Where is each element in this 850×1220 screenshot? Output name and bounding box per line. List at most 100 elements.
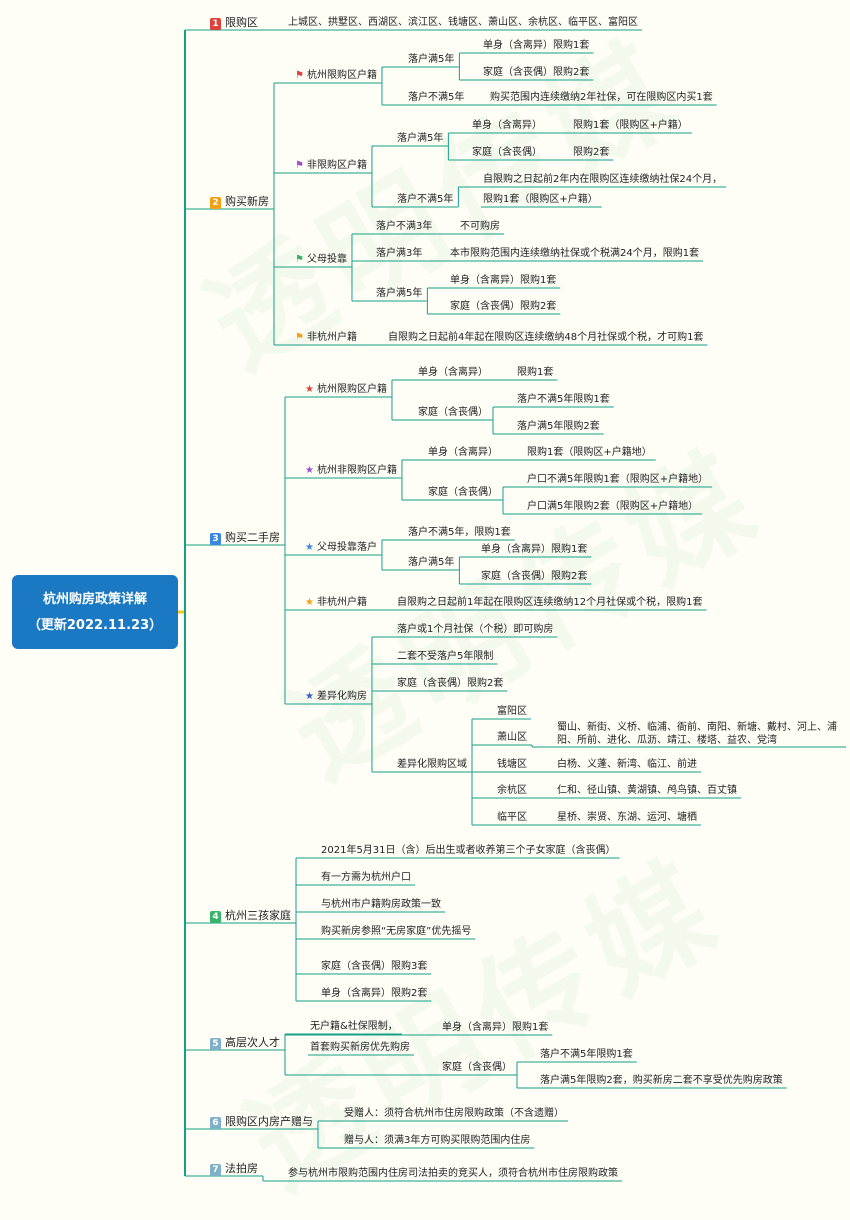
subtopic-node[interactable]: 自限购之日起前1年起在限购区连续缴纳12个月社保或个税，限购1套 bbox=[397, 596, 702, 610]
subtopic-node[interactable]: 差异化限购区域 bbox=[397, 758, 467, 772]
node-label: 萧山区 bbox=[497, 732, 527, 743]
topic-number-badge: 6 bbox=[210, 1117, 221, 1129]
subtopic-node[interactable]: 落户满5年 bbox=[408, 53, 454, 67]
subtopic-node[interactable]: 家庭（含丧偶） bbox=[428, 486, 498, 500]
subtopic-node[interactable]: 落户满5年限购2套，购买新房二套不享受优先购房政策 bbox=[540, 1074, 783, 1088]
node-label: 限购1套（限购区+户籍） bbox=[573, 120, 688, 131]
subtopic-node[interactable]: 星桥、崇贤、东湖、运河、塘栖 bbox=[557, 811, 697, 825]
node-label: 高层次人才 bbox=[225, 1036, 280, 1049]
subtopic-node[interactable]: 落户或1个月社保（个税）即可购房 bbox=[397, 623, 553, 637]
subtopic-node[interactable]: 家庭（含丧偶） bbox=[472, 146, 542, 160]
subtopic-node[interactable]: 首套购买新房优先购房 bbox=[310, 1041, 410, 1055]
subtopic-node[interactable]: 白杨、义蓬、新湾、临江、前进 bbox=[557, 758, 697, 772]
subtopic-node[interactable]: 落户满5年 bbox=[408, 556, 454, 570]
subtopic-node[interactable]: ★父母投靠落户 bbox=[305, 541, 377, 555]
subtopic-node[interactable]: 无户籍&社保限制， bbox=[310, 1020, 398, 1034]
subtopic-node[interactable]: 家庭（含丧偶）限购3套 bbox=[321, 960, 427, 974]
node-label: 父母投靠 bbox=[306, 254, 347, 265]
subtopic-node[interactable]: 自限购之日起前4年起在限购区连续缴纳48个月社保或个税，才可购1套 bbox=[388, 331, 703, 345]
subtopic-node[interactable]: 单身（含离异）限购1套 bbox=[450, 274, 556, 288]
subtopic-node[interactable]: 限购1套（限购区+户籍） bbox=[483, 193, 598, 207]
subtopic-node[interactable]: 赠与人：须满3年方可购买限购范围内住房 bbox=[344, 1134, 530, 1148]
subtopic-node[interactable]: 余杭区 bbox=[497, 784, 527, 798]
subtopic-node[interactable]: 购买新房参照“无房家庭”优先摇号 bbox=[321, 925, 471, 939]
subtopic-node[interactable]: 蜀山、新街、义桥、临浦、衙前、南阳、新塘、戴村、河上、浦阳、所前、进化、瓜沥、靖… bbox=[557, 721, 842, 747]
subtopic-node[interactable]: 户口满5年限购2套（限购区+户籍地） bbox=[527, 500, 698, 514]
subtopic-node[interactable]: 参与杭州市限购范围内住房司法拍卖的竞买人，须符合杭州市住房限购政策 bbox=[288, 1167, 618, 1181]
subtopic-node[interactable]: ★杭州限购区户籍 bbox=[305, 383, 387, 397]
subtopic-node[interactable]: 单身（含离异） bbox=[428, 446, 498, 460]
topic-number-badge: 4 bbox=[210, 911, 221, 923]
branch-topic[interactable]: 5 高层次人才 bbox=[210, 1036, 280, 1050]
root-topic[interactable]: 杭州购房政策详解 （更新2022.11.23） bbox=[12, 575, 178, 649]
subtopic-node[interactable]: 钱塘区 bbox=[497, 758, 527, 772]
node-label: 家庭（含丧偶）限购2套 bbox=[481, 571, 588, 582]
topic-number-badge: 2 bbox=[210, 197, 221, 209]
subtopic-node[interactable]: 仁和、径山镇、黄湖镇、鸬鸟镇、百丈镇 bbox=[557, 784, 737, 798]
subtopic-node[interactable]: 限购1套（限购区+户籍地） bbox=[527, 446, 652, 460]
flag-icon: ⚑ bbox=[295, 332, 304, 343]
node-label: 落户不满5年 bbox=[397, 194, 454, 205]
node-label: 差异化限购区域 bbox=[397, 759, 467, 770]
subtopic-node[interactable]: 落户不满5年限购1套 bbox=[540, 1048, 633, 1062]
subtopic-node[interactable]: 家庭（含丧偶）限购2套 bbox=[481, 570, 587, 584]
subtopic-node[interactable]: 临平区 bbox=[497, 811, 527, 825]
subtopic-node[interactable]: ⚑非限购区户籍 bbox=[295, 159, 367, 173]
subtopic-node[interactable]: 有一方需为杭州户口 bbox=[321, 871, 411, 885]
subtopic-node[interactable]: 与杭州市户籍购房政策一致 bbox=[321, 898, 441, 912]
subtopic-node[interactable]: 落户满5年 bbox=[376, 287, 422, 301]
subtopic-node[interactable]: 限购2套 bbox=[573, 146, 609, 160]
subtopic-node[interactable]: 2021年5月31日（含）后出生或者收养第三个子女家庭（含丧偶） bbox=[321, 844, 616, 858]
subtopic-node[interactable]: 单身（含离异）限购1套 bbox=[483, 39, 589, 53]
subtopic-node[interactable]: ★杭州非限购区户籍 bbox=[305, 464, 397, 478]
subtopic-node[interactable]: ★差异化购房 bbox=[305, 690, 367, 704]
subtopic-node[interactable]: ★非杭州户籍 bbox=[305, 596, 367, 610]
subtopic-node[interactable]: 户口不满5年限购1套（限购区+户籍地） bbox=[527, 473, 708, 487]
subtopic-node[interactable]: ⚑杭州限购区户籍 bbox=[295, 69, 377, 83]
subtopic-node[interactable]: 家庭（含丧偶） bbox=[442, 1061, 512, 1075]
subtopic-node[interactable]: 家庭（含丧偶）限购2套 bbox=[450, 300, 556, 314]
subtopic-node[interactable]: 不可购房 bbox=[460, 220, 500, 234]
subtopic-node[interactable]: 自限购之日起前2年内在限购区连续缴纳社保24个月， bbox=[483, 173, 722, 187]
subtopic-node[interactable]: 单身（含离异） bbox=[418, 366, 488, 380]
node-label: 单身（含离异） bbox=[472, 120, 542, 131]
subtopic-node[interactable]: 单身（含离异）限购1套 bbox=[442, 1021, 548, 1035]
subtopic-node[interactable]: 落户不满3年 bbox=[376, 220, 432, 234]
subtopic-node[interactable]: 限购1套 bbox=[517, 366, 553, 380]
subtopic-node[interactable]: 落户不满5年 bbox=[397, 193, 453, 207]
subtopic-node[interactable]: 限购1套（限购区+户籍） bbox=[573, 119, 688, 133]
subtopic-node[interactable]: 受赠人：须符合杭州市住房限购政策（不含遗赠） bbox=[344, 1107, 564, 1121]
subtopic-node[interactable]: 家庭（含丧偶） bbox=[418, 406, 488, 420]
subtopic-node[interactable]: 单身（含离异）限购1套 bbox=[481, 543, 587, 557]
topic-number-badge: 5 bbox=[210, 1038, 221, 1050]
node-label: 差异化购房 bbox=[316, 691, 367, 702]
node-label: 有一方需为杭州户口 bbox=[321, 872, 411, 883]
subtopic-node[interactable]: 家庭（含丧偶）限购2套 bbox=[483, 66, 589, 80]
subtopic-node[interactable]: 单身（含离异）限购2套 bbox=[321, 987, 427, 1001]
subtopic-node[interactable]: ⚑非杭州户籍 bbox=[295, 331, 357, 345]
subtopic-node[interactable]: 购买范围内连续缴纳2年社保，可在限购区内买1套 bbox=[490, 91, 713, 105]
subtopic-node[interactable]: 家庭（含丧偶）限购2套 bbox=[397, 677, 503, 691]
subtopic-node[interactable]: 本市限购范围内连续缴纳社保或个税满24个月，限购1套 bbox=[450, 247, 699, 261]
subtopic-node[interactable]: 富阳区 bbox=[497, 705, 527, 719]
subtopic-node[interactable]: 落户满5年 bbox=[397, 132, 443, 146]
subtopic-node[interactable]: 落户满3年 bbox=[376, 247, 422, 261]
node-label: 落户不满5年限购1套 bbox=[517, 394, 610, 405]
subtopic-node[interactable]: 落户不满5年 bbox=[408, 91, 464, 105]
subtopic-node[interactable]: 单身（含离异） bbox=[472, 119, 542, 133]
subtopic-node[interactable]: 落户不满5年限购1套 bbox=[517, 393, 610, 407]
node-label: 家庭（含丧偶）限购2套 bbox=[483, 67, 590, 78]
subtopic-node[interactable]: 落户不满5年，限购1套 bbox=[408, 526, 511, 540]
node-label: 落户满5年 bbox=[397, 133, 444, 144]
subtopic-node[interactable]: 落户满5年限购2套 bbox=[517, 420, 600, 434]
subtopic-node[interactable]: 上城区、拱墅区、西湖区、滨江区、钱塘区、萧山区、余杭区、临平区、富阳区 bbox=[288, 16, 638, 30]
subtopic-node[interactable]: 二套不受落户5年限制 bbox=[397, 650, 493, 664]
subtopic-node[interactable]: 萧山区 bbox=[497, 731, 527, 745]
subtopic-node[interactable]: ⚑父母投靠 bbox=[295, 253, 347, 267]
